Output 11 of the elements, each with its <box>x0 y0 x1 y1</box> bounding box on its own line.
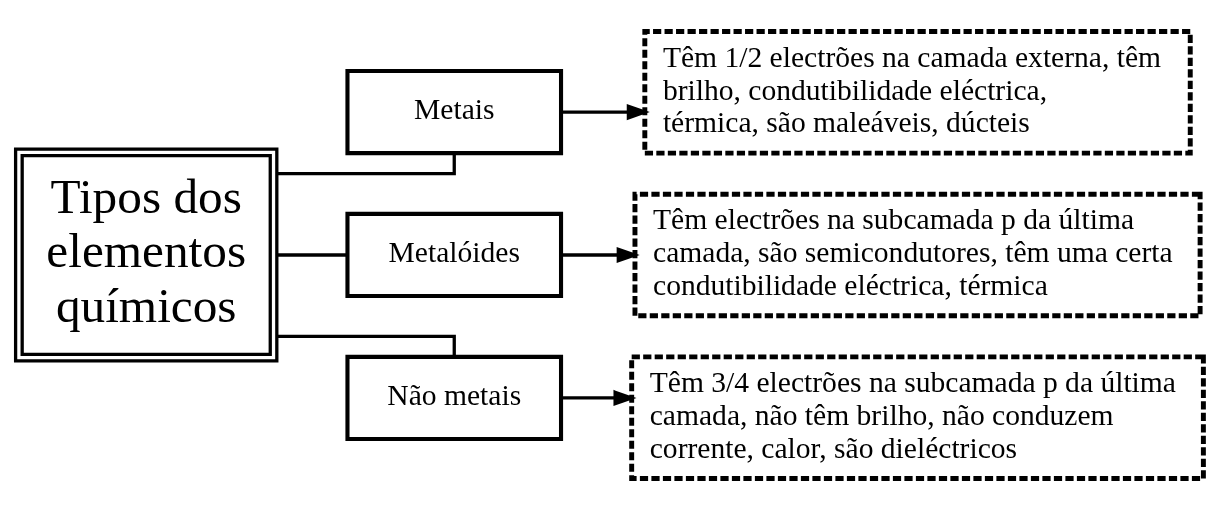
node-box: Têm 1/2 electrões na camada externa, têm brilho, condutibilidade eléctrica, térmica, são maleáveis, dúcteis <box>642 29 1193 156</box>
connector <box>276 253 348 257</box>
node-box: Tipos dos elementos químicos <box>13 147 279 363</box>
node-box: Têm electrões na subcamada p da última camada, são semicondutores, têm uma certa condutibilidade eléctrica, térmica <box>632 191 1203 319</box>
node-box: Não metais <box>345 354 564 442</box>
arrow <box>561 246 640 264</box>
node-box: Metalóides <box>345 211 564 299</box>
node-box: Metais <box>345 68 564 156</box>
node-box: Têm 3/4 electrões na subcamada p da última camada, não têm brilho, não conduzem corrente, calor, são dieléctricos <box>629 354 1206 481</box>
arrow <box>561 389 637 406</box>
arrow <box>561 104 650 121</box>
